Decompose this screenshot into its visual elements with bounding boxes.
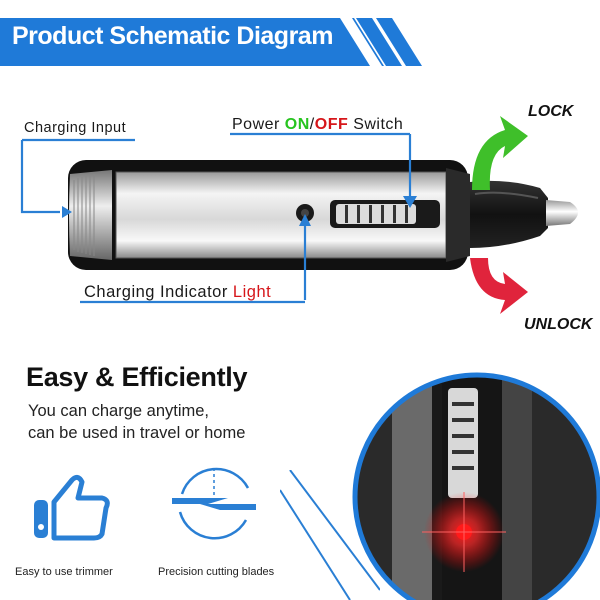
feature-heading: Easy & Efficiently [26,362,248,392]
charging-input-label: Charging Input [24,120,127,136]
feature-line-2: can be used in travel or home [28,424,246,442]
header-banner [0,18,422,66]
thumbs-up-caption: Easy to use trimmer [15,566,113,578]
callout-lines [20,116,528,314]
power-switch-label: Power ON/OFF Switch [232,116,404,133]
thumbs-up-icon [34,474,110,541]
unlock-arrow-icon [470,258,528,314]
charging-indicator-label: Charging Indicator Light [84,283,272,301]
indicator-closeup [352,372,600,600]
accent-lines [280,470,380,600]
feature-line-1: You can charge anytime, [28,402,210,420]
unlock-label: UNLOCK [524,316,593,333]
lock-label: LOCK [528,103,574,120]
cutting-blade-icon [172,467,256,540]
page-title: Product Schematic Diagram [12,22,333,50]
lock-arrow-icon [472,116,528,190]
trimmer-illustration [68,160,578,270]
cutting-blade-caption: Precision cutting blades [158,566,275,578]
